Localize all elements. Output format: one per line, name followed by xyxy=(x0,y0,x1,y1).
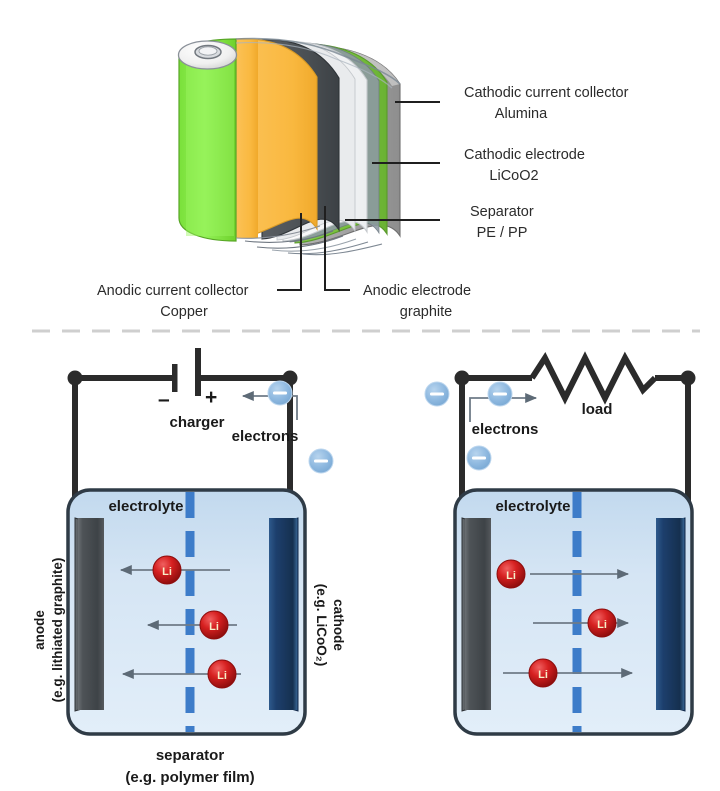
charging-ion-row-3: Li xyxy=(121,659,241,689)
li-ion xyxy=(207,659,237,689)
li-ion-label: Li xyxy=(162,566,172,578)
li-ion xyxy=(199,610,229,640)
callout-alumina: Cathodic current collector Alumina xyxy=(464,85,629,122)
callout-licoo2: Cathodic electrode LiCoO2 xyxy=(464,147,585,184)
charging-electrolyte-label: electrolyte xyxy=(108,498,183,515)
separator-caption-line1: separator xyxy=(156,747,225,764)
callout-copper-line2: Copper xyxy=(160,304,208,320)
discharging-electron-arrow xyxy=(469,392,538,422)
callout-licoo2-line2: LiCoO2 xyxy=(489,168,538,184)
callout-separator: Separator PE / PP xyxy=(470,204,534,241)
node-left xyxy=(454,370,470,386)
charger-negative-sign: – xyxy=(158,388,170,411)
li-ion-label: Li xyxy=(597,619,607,631)
anode-label-line2: (e.g. lithiated graphite) xyxy=(50,558,65,703)
callout-copper-line1: Anodic current collector xyxy=(97,283,249,299)
li-ion-label: Li xyxy=(538,669,548,681)
node-left xyxy=(67,370,83,386)
charging-cell-diagram: – + charger electrons electrolyte xyxy=(32,348,346,786)
discharging-cell-diagram: load electrons electrolyte xyxy=(424,351,696,736)
callout-alumina-line2: Alumina xyxy=(495,106,548,122)
callout-leaders-right xyxy=(345,101,440,221)
charger-positive-sign: + xyxy=(205,386,217,409)
electron-badge-1 xyxy=(424,381,450,407)
callout-leaders-bottom xyxy=(277,206,350,291)
node-right xyxy=(680,370,696,386)
charger-symbol xyxy=(172,348,201,396)
load-label: load xyxy=(582,401,613,418)
charging-electrons-label: electrons xyxy=(232,428,299,445)
leader-graphite xyxy=(324,206,350,291)
electron-badge-1 xyxy=(267,380,293,406)
callout-graphite: Anodic electrode graphite xyxy=(363,283,471,320)
charging-ion-row-2: Li xyxy=(146,610,237,640)
callout-graphite-line2: graphite xyxy=(400,304,452,320)
cathode-label-line2: (e.g. LiCoO₂) xyxy=(314,584,329,667)
callout-alumina-line1: Cathodic current collector xyxy=(464,85,629,101)
discharging-ion-row-1: Li xyxy=(496,559,630,589)
li-ion xyxy=(587,608,617,638)
electron-badge-2 xyxy=(308,448,334,474)
discharging-ion-row-2: Li xyxy=(533,608,630,638)
load-resistor-symbol xyxy=(529,351,658,405)
separator-caption-line2: (e.g. polymer film) xyxy=(125,769,254,786)
charging-ion-row-1: Li xyxy=(119,555,230,585)
discharging-electrons-label: electrons xyxy=(472,421,539,438)
node-right xyxy=(282,370,298,386)
callout-graphite-line1: Anodic electrode xyxy=(363,283,471,299)
discharging-ion-row-3: Li xyxy=(503,658,634,688)
li-ion-label: Li xyxy=(209,621,219,633)
discharging-electrolyte-label: electrolyte xyxy=(495,498,570,515)
callout-separator-line2: PE / PP xyxy=(477,225,528,241)
leader-copper xyxy=(277,213,302,291)
anode-label-line1: anode xyxy=(32,610,47,650)
electron-badge-2 xyxy=(487,381,513,407)
callout-licoo2-line1: Cathodic electrode xyxy=(464,147,585,163)
electron-badge-3 xyxy=(466,445,492,471)
li-ion xyxy=(152,555,182,585)
cathode-label-line1: cathode xyxy=(331,599,346,651)
charger-label: charger xyxy=(169,414,224,431)
li-ion-label: Li xyxy=(506,570,516,582)
li-ion xyxy=(528,658,558,688)
li-ion-label: Li xyxy=(217,670,227,682)
charging-electron-arrow xyxy=(241,390,298,420)
callout-copper: Anodic current collector Copper xyxy=(97,283,249,320)
callout-separator-line1: Separator xyxy=(470,204,534,220)
jelly-roll-illustration xyxy=(177,37,401,256)
li-ion xyxy=(496,559,526,589)
